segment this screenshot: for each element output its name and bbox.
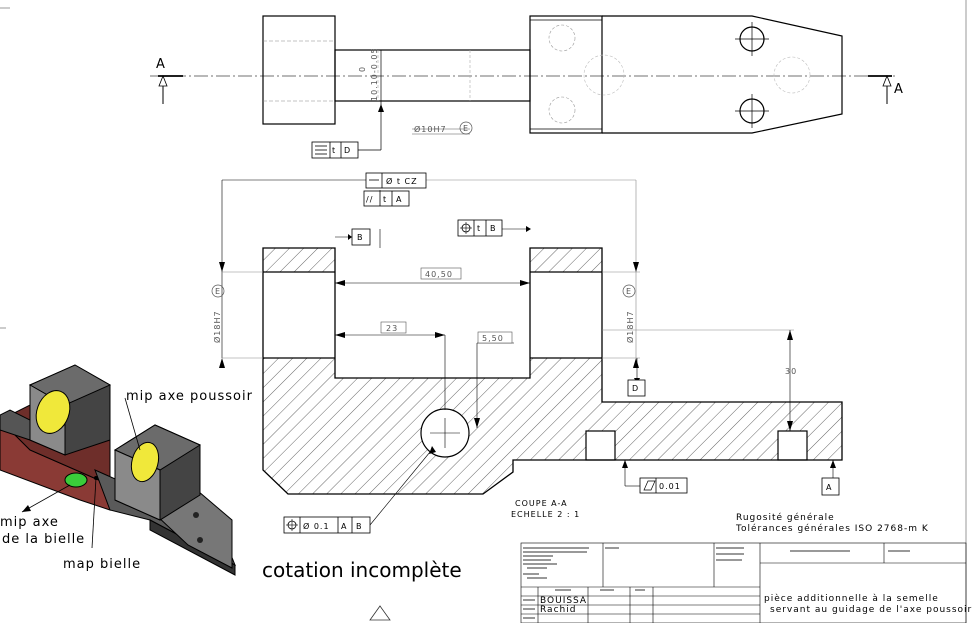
note-roughness: Rugosité générale	[736, 512, 835, 523]
title-author-name: BOUISSA	[540, 596, 587, 606]
gdt-frame-symmetry[interactable]: t D	[311, 141, 359, 159]
dim-30: 30	[785, 367, 797, 376]
dim-bore-right: Ø18H7	[625, 310, 635, 343]
caption-cotation: cotation incomplète	[262, 558, 462, 582]
warning-icon	[369, 605, 391, 621]
dim-bore-top: Ø10H7	[414, 124, 447, 134]
dim-width-inner: 40,50	[425, 270, 453, 279]
envelope-symbol	[459, 121, 473, 135]
top-view[interactable]	[150, 15, 895, 134]
gdt-tol: t	[477, 224, 481, 233]
gdt-frame-position-ab[interactable]: Ø 0.1 A B	[283, 516, 371, 534]
callout-mip-axe-poussoir: mip axe poussoir	[126, 389, 253, 404]
top-view-slot	[334, 49, 531, 102]
gdt-ref2: B	[356, 522, 363, 531]
section-marker-left	[158, 74, 183, 104]
section-outline	[262, 247, 843, 495]
top-view-right-boss	[529, 15, 603, 134]
dim-bore-left: Ø18H7	[212, 310, 222, 343]
gdt-frame-cylindricity[interactable]: Ø t CZ	[365, 172, 427, 189]
envelope-letter: E	[463, 124, 469, 133]
section-marker-right	[868, 74, 892, 104]
gdt-tol: t	[383, 195, 387, 204]
bore-yellow-left	[35, 390, 71, 434]
dim-tol-top: 0	[358, 66, 367, 72]
datum-letter: A	[826, 483, 832, 492]
bore-green	[64, 472, 88, 488]
top-view-plate	[602, 15, 843, 134]
gdt-frame-parallel[interactable]: // t A	[363, 190, 410, 207]
top-view-left-boss	[262, 15, 336, 125]
title-part-line1: pièce additionnelle à la semelle	[764, 593, 939, 604]
datum-letter: D	[632, 384, 639, 393]
section-letter-right: A	[894, 82, 904, 97]
section-scale: ECHELLE 2 : 1	[511, 510, 580, 519]
gdt-ref: B	[490, 224, 497, 233]
arrowheads	[219, 226, 836, 468]
bore-yellow-right	[130, 441, 160, 483]
gdt-ref: A	[396, 195, 402, 204]
gdt-tol: Ø t CZ	[386, 176, 418, 186]
dim-tol-bottom: 10.10-0.05	[370, 47, 379, 101]
datum-letter: B	[357, 233, 364, 242]
note-tolerances: Tolérances générales ISO 2768-m K	[735, 523, 929, 534]
callout-de-la-bielle: de la bielle	[2, 532, 85, 547]
gdt-frame-position-b[interactable]: t B	[457, 219, 503, 237]
gdt-tol: t	[332, 146, 336, 155]
envelope-letter-right: E	[626, 287, 632, 296]
section-view[interactable]	[262, 247, 843, 495]
gdt-frame-flatness[interactable]: 0.01	[639, 477, 688, 494]
gdt-ref1: A	[341, 522, 347, 531]
title-block-fine-print	[523, 547, 910, 619]
datum-b[interactable]: B	[348, 228, 371, 246]
callout-map-bielle: map bielle	[63, 557, 141, 572]
dim-550: 5,50	[482, 334, 504, 343]
section-hatch	[263, 248, 842, 494]
section-title: COUPE A-A	[515, 499, 568, 508]
section-letter-left: A	[156, 57, 166, 72]
gdt-tol: 0.01	[659, 482, 681, 491]
callout-mip-axe: mip axe	[0, 515, 59, 530]
envelope-letter-left: E	[215, 287, 221, 296]
title-author-firstname: Rachid	[540, 605, 576, 615]
title-part-line2: servant au guidage de l'axe poussoir	[770, 605, 972, 615]
dimension-lines	[221, 179, 834, 526]
title-block	[520, 542, 967, 623]
datum-a[interactable]: A	[821, 477, 840, 496]
datum-d[interactable]: D	[627, 378, 646, 397]
gdt-ref: D	[344, 146, 351, 155]
iso-view[interactable]	[0, 364, 236, 576]
gdt-tol: Ø 0.1	[303, 521, 330, 531]
dim-23: 23	[386, 324, 398, 333]
gdt-sym: //	[366, 195, 373, 204]
